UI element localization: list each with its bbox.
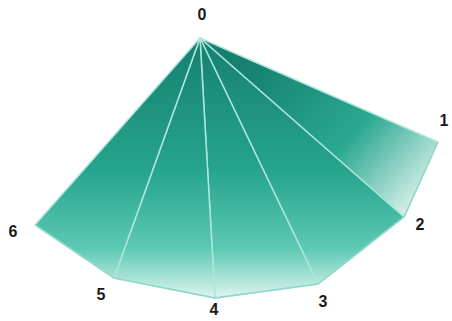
callout-number: 6 bbox=[9, 224, 18, 240]
callout-number: 5 bbox=[97, 287, 106, 303]
callout-number: 1 bbox=[440, 113, 449, 129]
callout-number: 4 bbox=[210, 302, 219, 318]
fan-triangle bbox=[200, 38, 318, 298]
callout-number: 0 bbox=[198, 7, 207, 23]
fan-rim bbox=[35, 142, 438, 298]
callout-number: 2 bbox=[416, 217, 425, 233]
callout-number: 3 bbox=[319, 294, 328, 310]
